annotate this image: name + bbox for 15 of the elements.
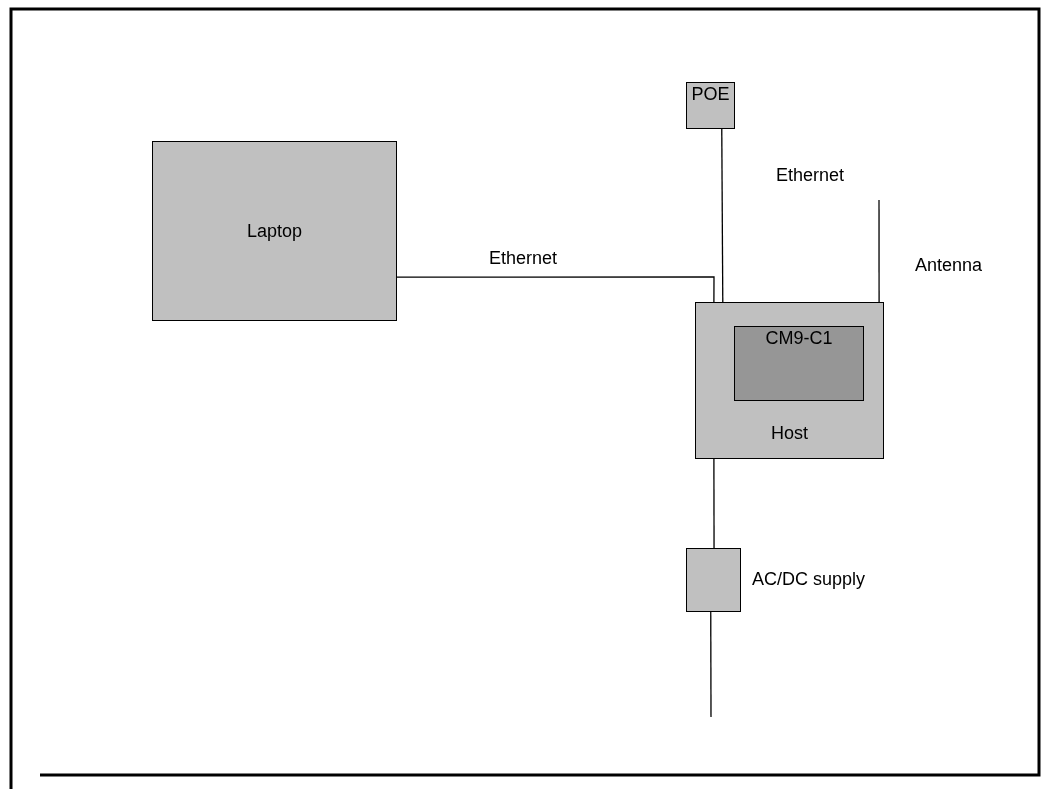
connector-line	[710, 611, 712, 718]
device-box	[686, 82, 735, 129]
device-box	[695, 302, 884, 459]
box-node	[686, 548, 741, 612]
node-caption: AC/DC supply	[752, 568, 866, 591]
connector-line	[713, 458, 715, 549]
node-label: Laptop	[246, 219, 303, 243]
node-label: POE	[691, 83, 730, 106]
connector-line	[396, 276, 715, 303]
device-box	[734, 326, 864, 401]
connector-line	[721, 128, 724, 303]
device-box	[152, 141, 397, 321]
connector-line	[878, 199, 880, 303]
node-label: Host	[771, 421, 808, 444]
node-label: CM9-C1	[765, 327, 833, 350]
